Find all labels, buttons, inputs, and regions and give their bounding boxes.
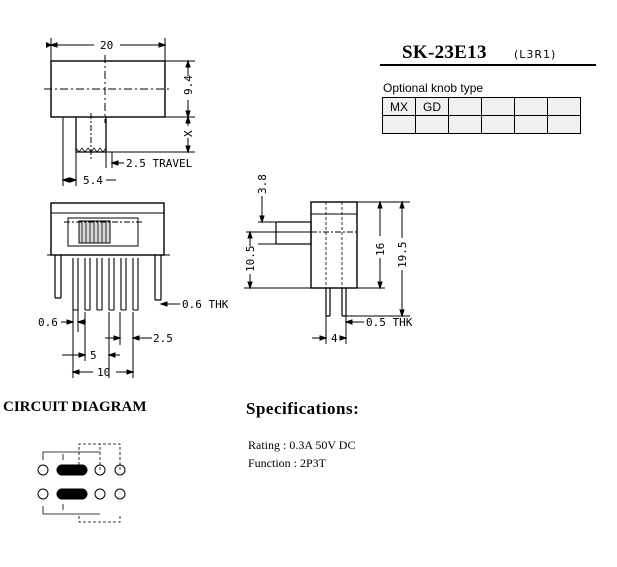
knob-type-table: MX GD xyxy=(382,97,581,134)
terminal-circle xyxy=(37,488,49,500)
part-suffix: (L3R1) xyxy=(514,48,557,61)
table-cell: MX xyxy=(382,97,416,116)
dim-span-5: 5 xyxy=(90,349,97,362)
side-view xyxy=(244,196,410,344)
specifications-title: Specifications: xyxy=(246,399,360,418)
top-view xyxy=(44,38,195,186)
terminal-circle xyxy=(94,488,106,500)
dim-pitch: 2.5 xyxy=(153,332,173,345)
terminal-circle xyxy=(94,464,106,476)
table-cell xyxy=(448,115,482,134)
dim-travel: 2.5 TRAVEL xyxy=(126,157,193,170)
table-cell xyxy=(481,97,515,116)
dim-total-height: 19.5 xyxy=(396,242,409,269)
part-number: SK-23E13 xyxy=(402,42,487,63)
table-cell xyxy=(448,97,482,116)
terminal-circle xyxy=(37,464,49,476)
circuit-schematic xyxy=(37,443,126,523)
dim-body-height: 16 xyxy=(374,243,387,256)
dim-knob-offset: 5.4 xyxy=(83,174,103,187)
dim-knob-x: X xyxy=(182,130,195,137)
dim-width: 20 xyxy=(100,39,113,52)
dim-side-thk: 0.5 THK xyxy=(366,316,413,329)
table-row xyxy=(382,115,581,134)
slider-contact-bottom xyxy=(56,488,88,500)
dim-pin-thk: 0.6 THK xyxy=(182,298,229,311)
circuit-diagram-title: CIRCUIT DIAGRAM xyxy=(3,399,147,415)
dim-pivot-height: 10.5 xyxy=(244,246,257,273)
dim-leg-span: 4 xyxy=(331,332,338,345)
table-cell xyxy=(481,115,515,134)
front-view xyxy=(47,202,180,378)
table-cell xyxy=(547,97,581,116)
dim-knob-length: 3.8 xyxy=(256,174,269,194)
table-cell xyxy=(415,115,449,134)
table-cell: GD xyxy=(415,97,449,116)
table-cell xyxy=(514,115,548,134)
spec-rating: Rating : 0.3A 50V DC xyxy=(248,438,356,452)
knob-table-title: Optional knob type xyxy=(383,81,484,95)
slider-contact-top xyxy=(56,464,88,476)
table-cell xyxy=(382,115,416,134)
terminal-circle xyxy=(114,464,126,476)
table-row: MX GD xyxy=(382,97,581,116)
dim-pin-width: 0.6 xyxy=(38,316,58,329)
table-cell xyxy=(547,115,581,134)
dim-span-10: 10 xyxy=(97,366,110,379)
terminal-circle xyxy=(114,488,126,500)
spec-function: Function : 2P3T xyxy=(248,456,327,470)
dim-height: 9.4 xyxy=(182,75,195,95)
table-cell xyxy=(514,97,548,116)
